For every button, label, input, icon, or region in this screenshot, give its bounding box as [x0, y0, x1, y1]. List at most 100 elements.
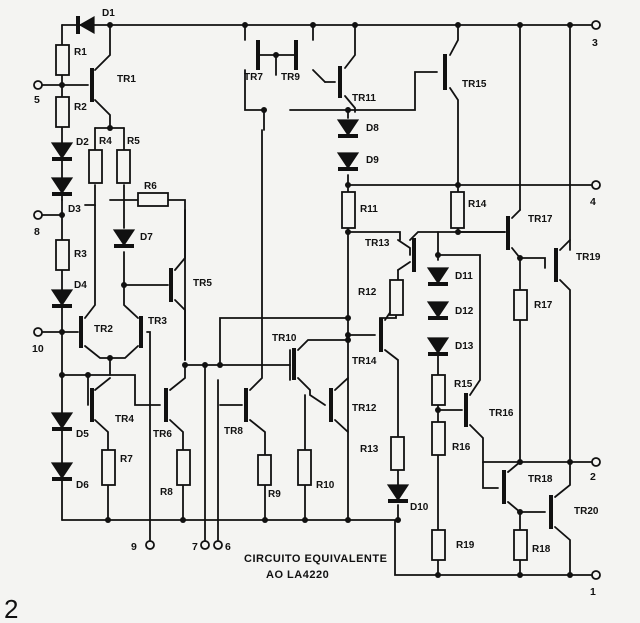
label-d7: D7: [140, 232, 153, 243]
diode-d6: [50, 462, 74, 481]
resistor-r17: [513, 289, 528, 321]
label-r15: R15: [454, 379, 473, 390]
pin-label-3: 3: [592, 37, 598, 49]
pin-label-10: 10: [32, 343, 44, 355]
label-tr20: TR20: [574, 506, 599, 517]
label-d9: D9: [366, 155, 379, 166]
resistor-r19: [431, 529, 446, 561]
label-r14: R14: [468, 199, 487, 210]
resistor-r16: [431, 421, 446, 456]
label-tr18: TR18: [528, 474, 553, 485]
resistor-r11: [341, 191, 356, 229]
caption-line-2: AO LA4220: [266, 569, 329, 581]
label-tr4: TR4: [115, 414, 134, 425]
label-tr10: TR10: [272, 333, 297, 344]
pin-numbers: 3 4 2 1 5 8 10 9 7 6: [32, 37, 598, 598]
label-r4: R4: [99, 136, 112, 147]
label-tr6: TR6: [153, 429, 172, 440]
terminal-pin-2: [591, 457, 601, 467]
resistor-r4: [88, 149, 103, 184]
wires: [39, 24, 596, 576]
label-tr17: TR17: [528, 214, 553, 225]
diodes: [50, 15, 450, 503]
component-labels: D1 R1 TR1 R2 D2 R4 R5 R6 D3 D7 R3 TR5 D4…: [68, 8, 601, 555]
label-tr15: TR15: [462, 79, 487, 90]
label-r18: R18: [532, 544, 551, 555]
resistor-r7: [101, 449, 116, 486]
label-r16: R16: [452, 442, 471, 453]
label-r6: R6: [144, 181, 157, 192]
diode-d4: [50, 289, 74, 308]
terminal-pin-6: [213, 540, 223, 550]
label-tr9: TR9: [281, 72, 300, 83]
diode-d1: [76, 15, 95, 35]
diode-d9: [336, 152, 360, 171]
diode-d12: [426, 301, 450, 320]
resistor-r9: [257, 454, 272, 486]
label-d2: D2: [76, 137, 89, 148]
label-tr13: TR13: [365, 238, 390, 249]
label-d3: D3: [68, 204, 81, 215]
label-r3: R3: [74, 249, 87, 260]
label-d11: D11: [455, 271, 473, 282]
label-r17: R17: [534, 300, 553, 311]
label-r19: R19: [456, 540, 475, 551]
label-r11: R11: [360, 204, 378, 215]
label-tr14: TR14: [352, 356, 377, 367]
pin-label-8: 8: [34, 226, 40, 238]
diode-d2: [50, 142, 74, 161]
pin-label-5: 5: [34, 94, 40, 106]
label-tr19: TR19: [576, 252, 601, 263]
label-r5: R5: [127, 136, 140, 147]
terminal-pin-1: [591, 570, 601, 580]
resistor-r8: [176, 449, 191, 486]
junctions: [59, 22, 573, 578]
resistor-r2: [55, 96, 70, 128]
terminal-pin-8: [33, 210, 43, 220]
resistor-r1: [55, 44, 70, 76]
resistor-r3: [55, 239, 70, 271]
terminals: [33, 20, 601, 580]
label-r13: R13: [360, 444, 379, 455]
label-tr11: TR11: [352, 93, 376, 104]
label-r9: R9: [268, 489, 281, 500]
label-r8: R8: [160, 487, 173, 498]
pin-label-7: 7: [192, 541, 198, 553]
label-d1: D1: [102, 8, 115, 19]
terminal-pin-3: [591, 20, 601, 30]
label-tr2: TR2: [94, 324, 113, 335]
terminal-pin-7: [200, 540, 210, 550]
label-tr16: TR16: [489, 408, 514, 419]
pin-label-9: 9: [131, 541, 137, 553]
diode-d5: [50, 412, 74, 431]
diode-d11: [426, 267, 450, 286]
label-r10: R10: [316, 480, 335, 491]
diode-d8: [336, 119, 360, 138]
resistor-r18: [513, 529, 528, 561]
diode-d3: [50, 177, 74, 196]
resistor-r6: [137, 192, 169, 207]
label-d5: D5: [76, 429, 89, 440]
label-d10: D10: [410, 502, 429, 513]
diode-d13: [426, 337, 450, 356]
resistors: [55, 44, 528, 561]
terminal-pin-10: [33, 327, 43, 337]
label-r12: R12: [358, 287, 377, 298]
label-tr3: TR3: [148, 316, 167, 327]
label-tr1: TR1: [117, 74, 136, 85]
label-d6: D6: [76, 480, 89, 491]
terminal-pin-4: [591, 180, 601, 190]
resistor-r15: [431, 374, 446, 406]
diode-d7: [112, 229, 136, 248]
resistor-r13: [390, 436, 405, 471]
label-tr7: TR7: [244, 72, 263, 83]
pin-label-4: 4: [590, 196, 596, 208]
pin-label-2: 2: [590, 471, 596, 483]
resistor-r10: [297, 449, 312, 486]
label-tr5: TR5: [193, 278, 212, 289]
resistor-r12: [389, 279, 404, 316]
label-tr12: TR12: [352, 403, 377, 414]
label-d12: D12: [455, 306, 474, 317]
figure-number: 2: [4, 594, 18, 623]
